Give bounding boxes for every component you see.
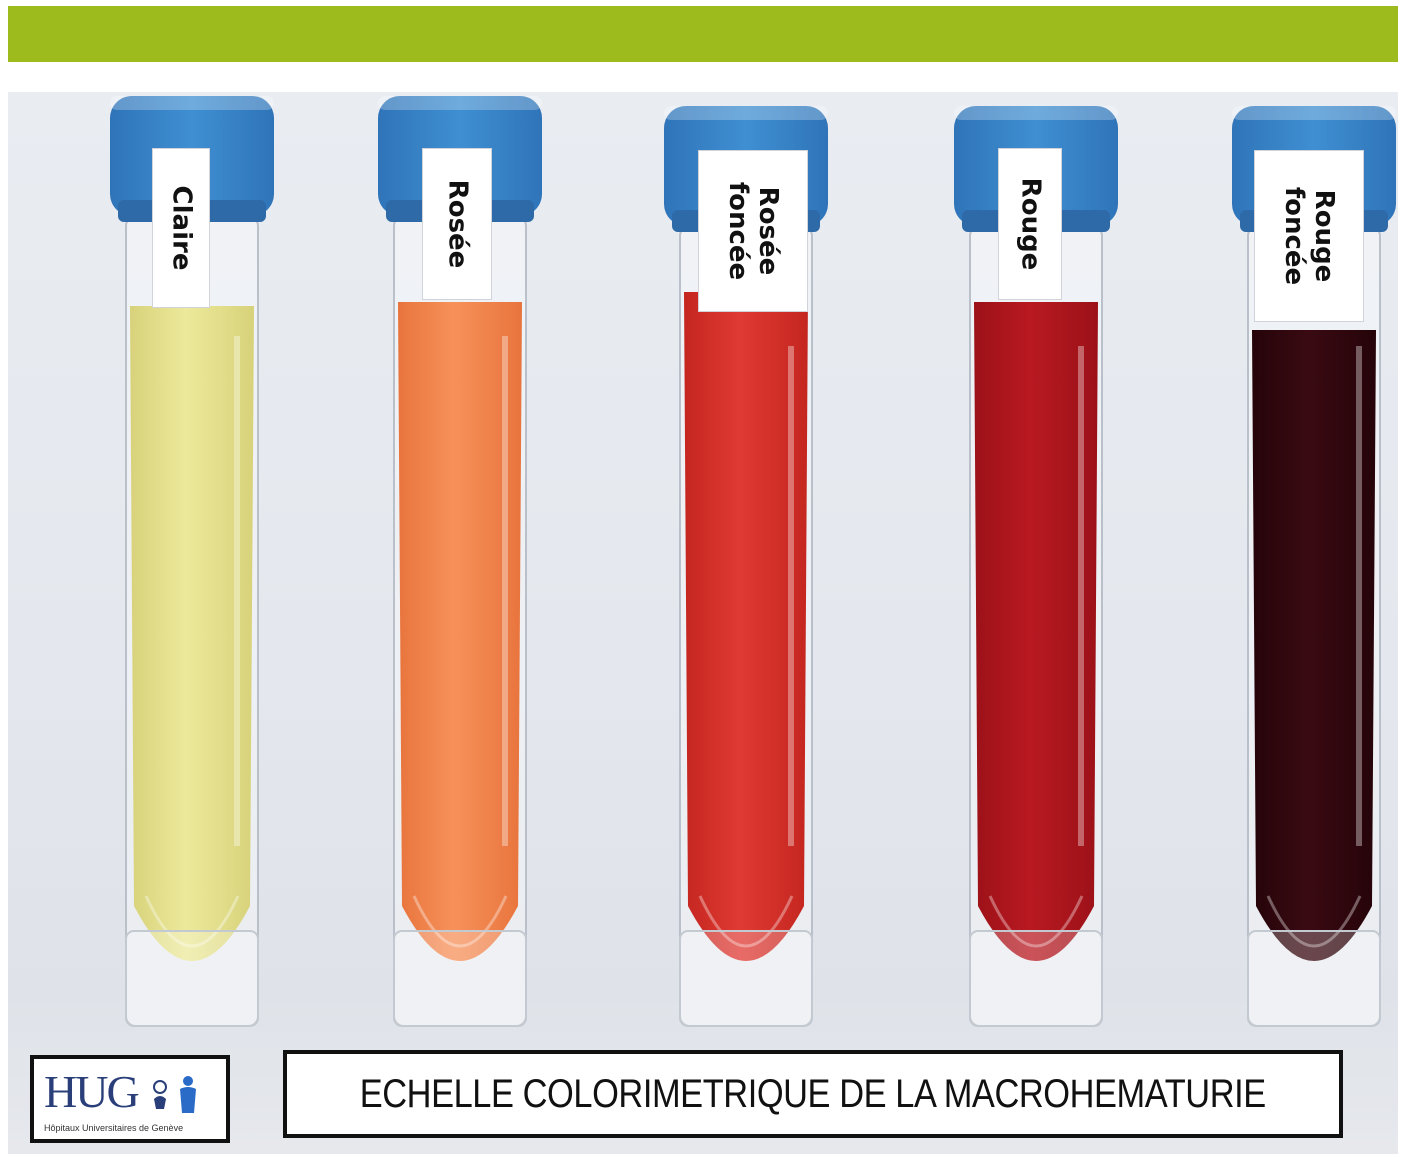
tube-rosee-foncee-graphic [664,106,828,1027]
tube-liquid [1252,330,1376,961]
hug-logo-subtitle: Hôpitaux Universitaires de Genève [44,1123,184,1133]
tube-rosee: Rosée [372,96,548,1046]
tube-label-rosee-text: Rosée [442,179,473,269]
tube-rouge-graphic [954,106,1118,1027]
tube-liquid [398,302,522,961]
tube-label-rouge-foncee: Rouge foncée [1254,150,1364,322]
top-accent-bar [8,6,1398,62]
tube-claire: Claire [104,96,280,1046]
tube-label-rosee-foncee: Rosée foncée [698,150,808,312]
tube-rouge: Rouge [948,106,1124,1046]
hug-logo-emblem-icon [153,1076,196,1113]
tube-liquid [684,292,808,961]
tube-rouge-foncee: Rouge foncée [1226,106,1398,1046]
tube-label-rosee: Rosée [422,148,492,300]
tube-liquid [130,306,254,961]
tube-label-rouge: Rouge [998,148,1062,300]
tube-rouge-foncee-graphic [1232,106,1396,1027]
caption-title: ECHELLE COLORIMETRIQUE DE LA MACROHEMATU… [359,1071,1267,1116]
caption-box: ECHELLE COLORIMETRIQUE DE LA MACROHEMATU… [283,1050,1343,1138]
tube-label-rouge-text: Rouge [1015,177,1046,271]
tube-label-rouge-foncee-text: Rouge foncée [1279,186,1339,286]
test-tube-photo: Claire Rosée Rosée foncée Rouge Rouge fo… [8,92,1398,1154]
tube-label-rosee-foncee-text: Rosée foncée [723,181,783,281]
tube-liquid [974,302,1098,961]
hug-logo-text: HUG [44,1066,140,1117]
hug-logo: HUG Hôpitaux Universitaires de Genève [30,1055,230,1143]
tube-rosee-foncee: Rosée foncée [658,106,834,1046]
tube-label-claire-text: Claire [166,185,196,271]
tube-label-claire: Claire [152,148,210,308]
